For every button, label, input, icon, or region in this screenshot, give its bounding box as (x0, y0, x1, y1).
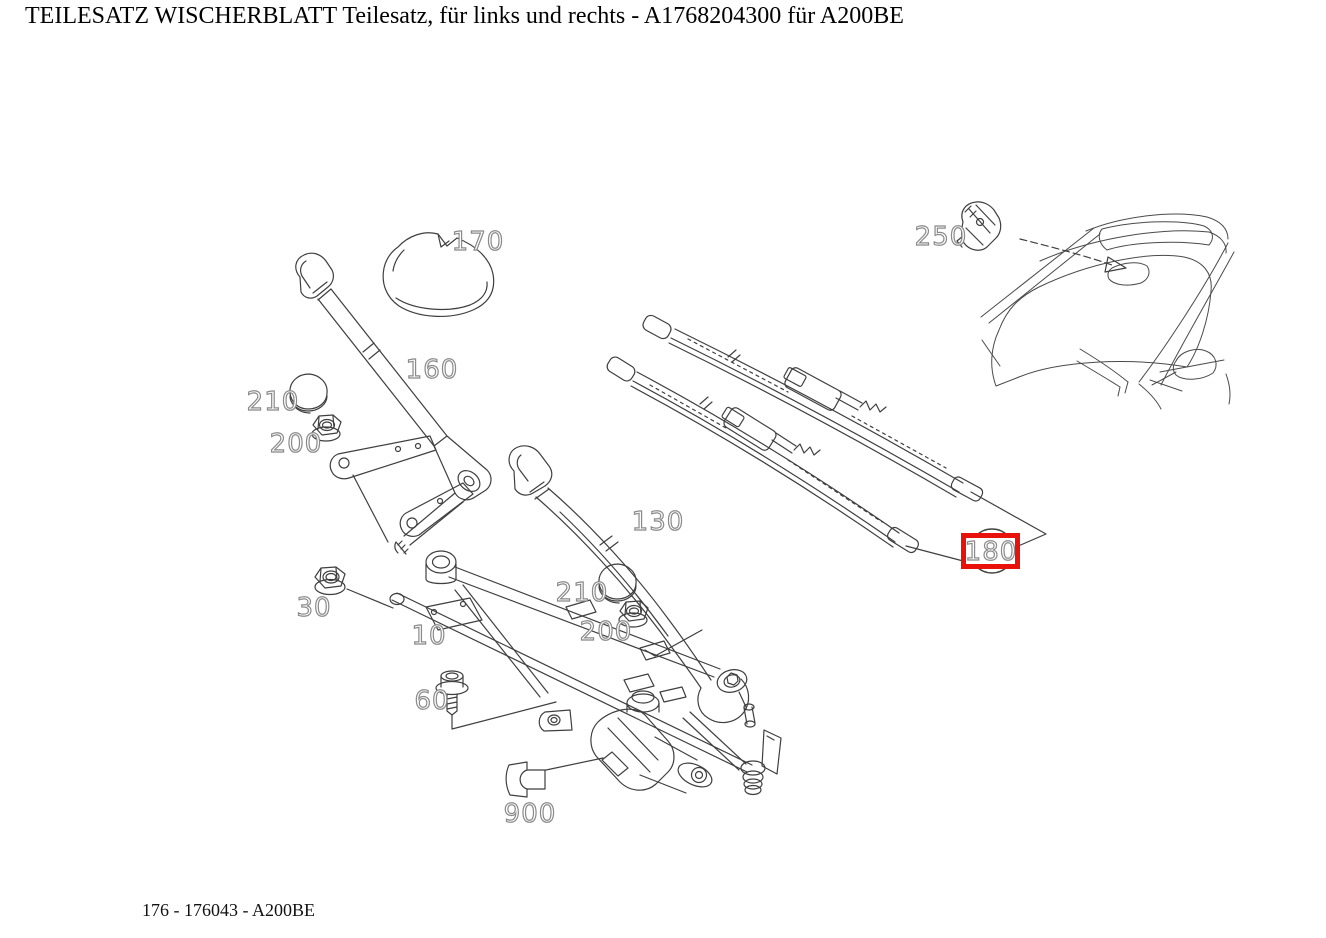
wiper-arm-right-drawing (508, 445, 750, 724)
wiper-arm-left-drawing (295, 252, 492, 555)
callout-labels: 170 160 210 200 30 10 60 900 130 210 200… (246, 221, 1018, 829)
callout-30[interactable]: 30 (296, 592, 331, 623)
sensor-pointer-arrow (1019, 238, 1127, 273)
car-windshield-sketch (980, 213, 1235, 410)
nut-30-drawing (314, 566, 394, 609)
callout-250[interactable]: 250 (914, 221, 968, 252)
callout-200-right[interactable]: 200 (579, 616, 633, 647)
direction-marker-900 (505, 757, 604, 798)
cap-210-left-drawing (289, 373, 328, 414)
callout-210-right[interactable]: 210 (555, 577, 609, 608)
wiper-linkage-drawing (389, 550, 782, 796)
callout-170[interactable]: 170 (451, 226, 505, 257)
catalog-reference: 176 - 176043 - A200BE (142, 900, 315, 920)
cap-210-right-drawing (598, 563, 637, 604)
callout-900[interactable]: 900 (503, 798, 557, 829)
callout-160[interactable]: 160 (405, 354, 459, 385)
nut-200-right-drawing (618, 600, 703, 657)
bolt-60-drawing (435, 670, 557, 730)
callout-60[interactable]: 60 (414, 685, 449, 716)
callout-10[interactable]: 10 (411, 620, 446, 651)
callout-210-left[interactable]: 210 (246, 386, 300, 417)
nut-200-left-drawing (311, 414, 342, 442)
callout-200-left[interactable]: 200 (269, 428, 323, 459)
cover-cap-drawing (382, 232, 495, 317)
leader-lines-180 (905, 491, 1047, 563)
rain-sensor-drawing (956, 201, 1002, 251)
wiper-motor-drawing (590, 673, 713, 794)
callout-130[interactable]: 130 (631, 506, 685, 537)
wiper-blade-upper-drawing (642, 314, 984, 502)
highlight-box (961, 533, 1020, 569)
callout-180-highlighted[interactable]: 180 (964, 536, 1018, 567)
page-title: TEILESATZ WISCHERBLATT Teilesatz, für li… (25, 3, 904, 29)
wiper-blade-lower-drawing (606, 356, 919, 554)
